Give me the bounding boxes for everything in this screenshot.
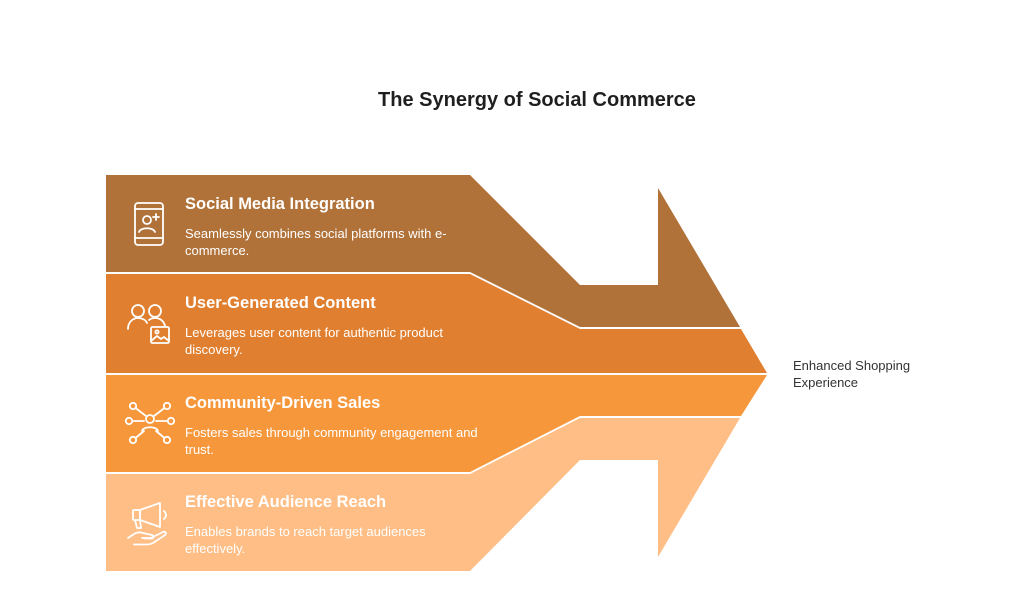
band-3-shape: [106, 375, 767, 472]
band-4-shape: [106, 418, 740, 571]
smartphone-user-icon: [124, 198, 176, 250]
band-3-title: Community-Driven Sales: [185, 394, 381, 412]
band-2-text: User-Generated Content Leverages user co…: [185, 293, 480, 358]
band-4-title: Effective Audience Reach: [185, 493, 387, 511]
users-image-icon: [124, 297, 176, 349]
band-2-shape: [106, 274, 767, 373]
band-3-description: Fosters sales through community engageme…: [185, 425, 478, 457]
band-1-description: Seamlessly combines social platforms wit…: [185, 226, 447, 258]
band-1-text: Social Media Integration Seamlessly comb…: [185, 194, 480, 259]
band-2-title: User-Generated Content: [185, 294, 376, 312]
diagram-title: The Synergy of Social Commerce: [378, 89, 696, 111]
band-1-title: Social Media Integration: [185, 195, 375, 213]
megaphone-hand-icon: [124, 498, 176, 550]
band-4-text: Effective Audience Reach Enables brands …: [185, 492, 480, 557]
band-1-shape: [106, 175, 740, 327]
outcome-label: Enhanced Shopping Experience: [793, 358, 911, 390]
network-hub-icon: [124, 397, 176, 449]
band-3-text: Community-Driven Sales Fosters sales thr…: [185, 393, 480, 458]
band-4-description: Enables brands to reach target audiences…: [185, 524, 426, 556]
band-2-description: Leverages user content for authentic pro…: [185, 325, 443, 357]
